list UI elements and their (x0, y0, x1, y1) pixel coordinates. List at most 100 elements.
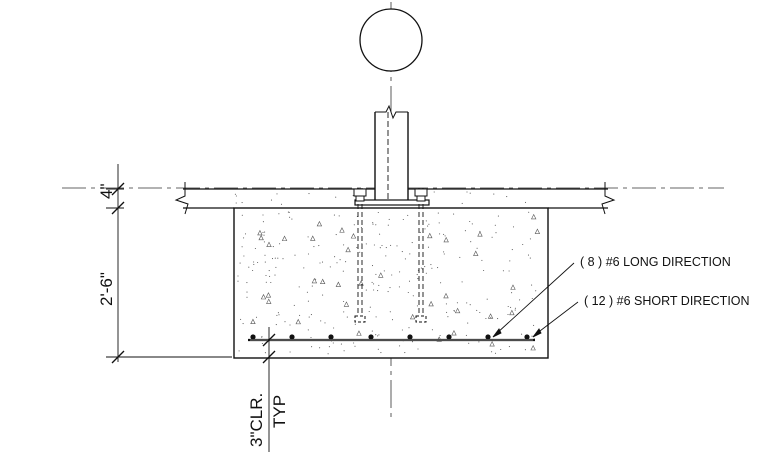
stipple-dot (373, 244, 375, 246)
stipple-dot (464, 230, 466, 232)
callout-long-direction: ( 8 ) #6 LONG DIRECTION (580, 255, 731, 269)
stipple-dot (298, 286, 300, 288)
stipple-dot (372, 222, 374, 224)
short-direction-bars (250, 334, 530, 340)
stipple-dot (446, 311, 448, 313)
stipple-dot (346, 316, 348, 318)
stipple-dot (255, 316, 258, 318)
stipple-dot (402, 218, 404, 221)
stipple-dot (379, 247, 381, 249)
stipple-dot (470, 241, 472, 243)
stipple-dot (437, 267, 439, 269)
stipple-dot (269, 275, 271, 277)
stipple-dot (307, 236, 309, 238)
stipple-dot (447, 316, 449, 318)
stipple-dot (408, 327, 410, 329)
stipple-dot (494, 224, 496, 226)
stipple-dot (399, 271, 401, 273)
stipple-dot (469, 220, 471, 223)
stipple-aggregate (266, 298, 272, 304)
stipple-dot (391, 274, 393, 276)
stipple-aggregate (257, 229, 263, 236)
stipple-dot (263, 241, 265, 243)
slab-stipple-dot (234, 193, 236, 195)
rebar-dot (328, 334, 334, 340)
stipple-dot (378, 284, 380, 286)
stipple-dot (375, 316, 377, 318)
stipple-dot (412, 295, 414, 297)
stipple-dot (431, 267, 433, 269)
stipple-dot (307, 253, 310, 255)
stipple-dot (291, 218, 293, 220)
stipple-dot (288, 211, 290, 213)
stipple-dot (424, 266, 426, 268)
stipple-dot (264, 261, 266, 263)
slab-stipple-dot (276, 193, 278, 195)
stipple-dot (318, 245, 320, 247)
stipple-dot (276, 314, 278, 316)
stipple-aggregate (428, 300, 434, 307)
stipple-aggregate (509, 309, 515, 316)
stipple-dot (378, 334, 380, 336)
stipple-dot (343, 350, 345, 352)
stipple-dot (427, 246, 430, 248)
stipple-dot (253, 263, 255, 265)
bottom-reinforcing-mat (248, 334, 535, 342)
stipple-dot (263, 234, 265, 236)
stipple-dot (381, 244, 383, 247)
stipple-dot (431, 329, 433, 331)
stipple-dot (354, 345, 356, 347)
tick-footing-bottom (111, 350, 125, 364)
stipple-dot (342, 270, 344, 272)
stipple-dot (481, 259, 483, 261)
stipple-dot (278, 314, 280, 316)
stipple-dot (535, 290, 537, 292)
dimension-lines (106, 164, 276, 452)
stipple-dot (469, 304, 471, 306)
stipple-dot (289, 324, 291, 326)
stipple-dot (319, 347, 321, 349)
stipple-dot (465, 334, 467, 336)
clearance-label-line2: TYP (270, 394, 289, 428)
anchor-bolts (353, 188, 428, 323)
stipple-aggregate (350, 233, 357, 239)
stipple-dot (507, 313, 509, 316)
stipple-dot (265, 281, 267, 283)
stipple-dot (319, 262, 321, 264)
stipple-dot (315, 278, 317, 280)
stipple-aggregate (258, 234, 264, 241)
stipple-dot (262, 221, 264, 223)
stipple-dot (531, 297, 533, 300)
stipple-dot (521, 333, 523, 335)
stipple-dot (320, 320, 322, 322)
stipple-dot (365, 243, 367, 245)
stipple-dot (383, 270, 385, 272)
stipple-dot (377, 211, 379, 214)
stipple-aggregate (477, 231, 483, 237)
stipple-aggregate (356, 330, 362, 336)
stipple-dot (327, 353, 329, 355)
stipple-dot (322, 294, 324, 296)
stipple-dot (512, 226, 515, 228)
stipple-dot (329, 266, 331, 268)
slab-stipple-dot (433, 191, 435, 193)
leader-short-direction (535, 301, 579, 335)
stipple-dot (272, 246, 274, 248)
stipple-dot (365, 289, 367, 291)
stipple-dot (391, 319, 394, 321)
stipple-dot (311, 346, 313, 348)
stipple-dot (491, 236, 493, 238)
stipple-dot (373, 289, 375, 291)
stipple-dot (404, 258, 406, 260)
stipple-dot (361, 243, 363, 245)
stipple-dot (333, 214, 335, 216)
stipple-dot (425, 220, 427, 222)
stipple-dot (430, 264, 432, 266)
stipple-dot (529, 257, 531, 259)
stipple-dot (510, 306, 512, 308)
stipple-dot (486, 298, 488, 300)
stipple-dot (494, 352, 497, 354)
stipple-dot (514, 309, 516, 311)
stipple-dot (246, 296, 248, 298)
stipple-dot (277, 312, 279, 314)
